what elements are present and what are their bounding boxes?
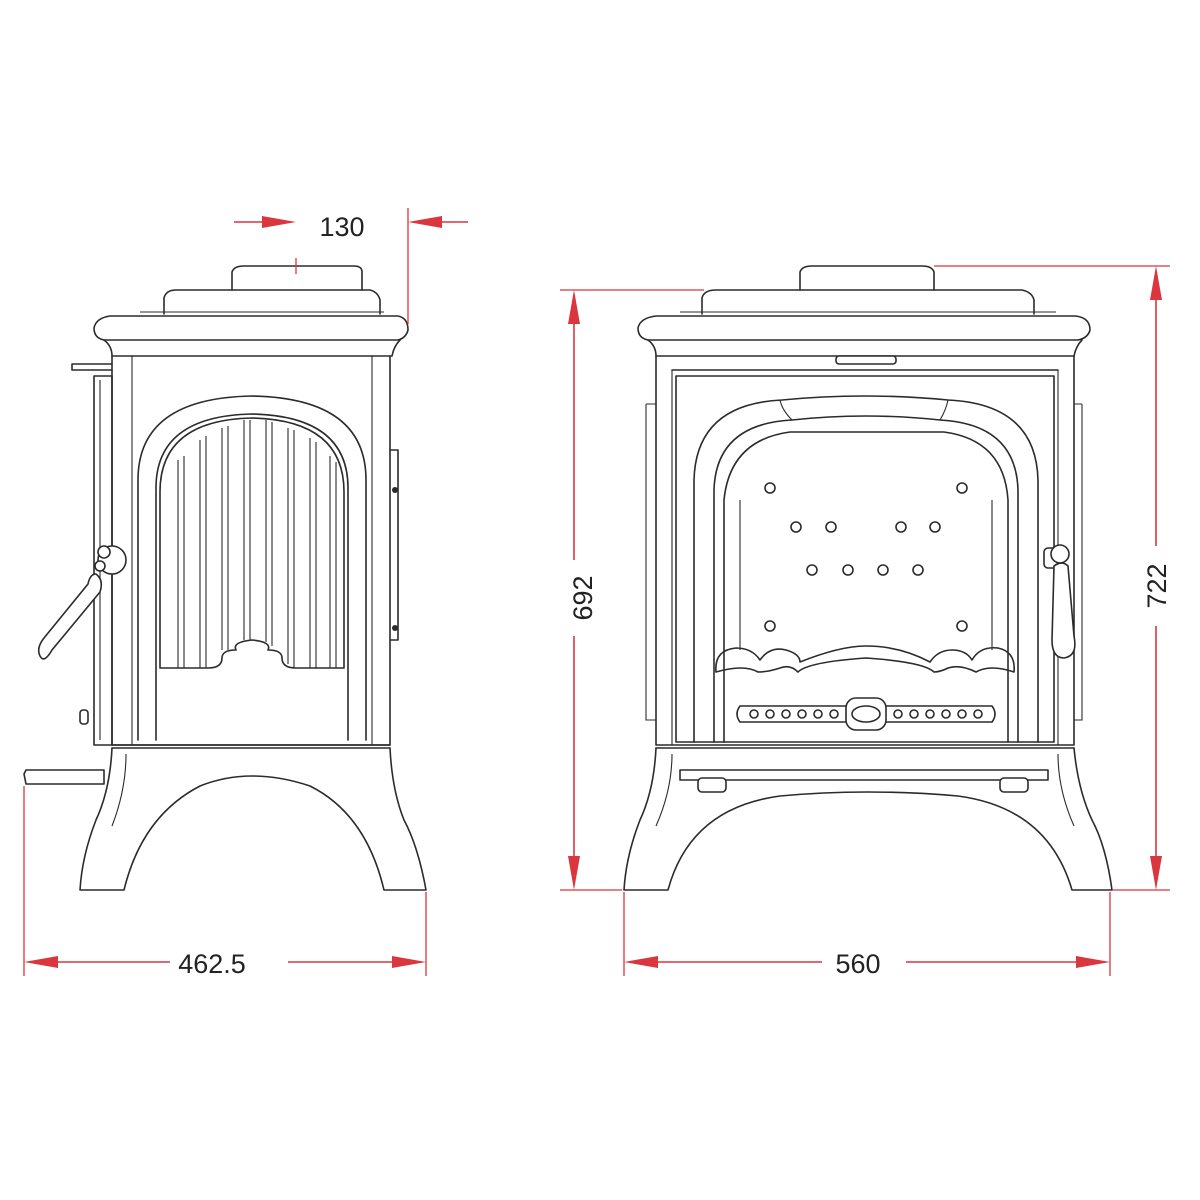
side-top-plate bbox=[163, 289, 381, 315]
front-window bbox=[723, 431, 1009, 743]
side-arch-outer bbox=[137, 395, 367, 741]
front-top-plate bbox=[701, 289, 1035, 315]
front-flue-collar bbox=[799, 265, 935, 291]
side-fluted-window bbox=[159, 417, 345, 669]
front-door-frame bbox=[675, 375, 1055, 743]
dimension-lines bbox=[23, 208, 1170, 976]
front-nameplate bbox=[835, 355, 897, 365]
side-ash-lip bbox=[23, 769, 105, 785]
side-hinge-plate bbox=[389, 449, 399, 641]
front-air-slider bbox=[736, 705, 996, 723]
dim-side-depth bbox=[23, 786, 427, 976]
label-side-depth: 462.5 bbox=[178, 949, 246, 979]
front-log-retainer bbox=[715, 645, 1015, 673]
side-legs bbox=[79, 747, 427, 891]
front-legs bbox=[623, 747, 1113, 891]
front-firebrick-bolts bbox=[764, 482, 968, 632]
side-door-handle bbox=[37, 545, 127, 660]
dim-flue-height bbox=[560, 289, 704, 891]
front-ashpan-lip bbox=[679, 769, 1049, 781]
front-view bbox=[623, 265, 1113, 891]
side-view bbox=[23, 265, 427, 891]
side-flutes bbox=[177, 420, 337, 668]
front-air-holes bbox=[749, 709, 983, 719]
side-cornice bbox=[93, 315, 409, 341]
front-door-arch-inner bbox=[713, 415, 1019, 743]
front-door-arch-outer bbox=[693, 395, 1039, 743]
label-front-width: 560 bbox=[835, 949, 880, 979]
label-flue-offset: 130 bbox=[319, 212, 364, 242]
label-flue-height: 692 bbox=[568, 575, 598, 620]
dim-front-width bbox=[623, 892, 1111, 976]
side-arch-inner bbox=[155, 413, 349, 741]
dim-flue-offset bbox=[234, 208, 468, 324]
side-flue-collar bbox=[231, 265, 363, 291]
front-body bbox=[655, 355, 1075, 746]
front-cornice bbox=[637, 315, 1091, 341]
label-overall-height: 722 bbox=[1142, 563, 1172, 608]
front-door-handle bbox=[1043, 544, 1076, 659]
dim-overall-height bbox=[934, 265, 1170, 891]
